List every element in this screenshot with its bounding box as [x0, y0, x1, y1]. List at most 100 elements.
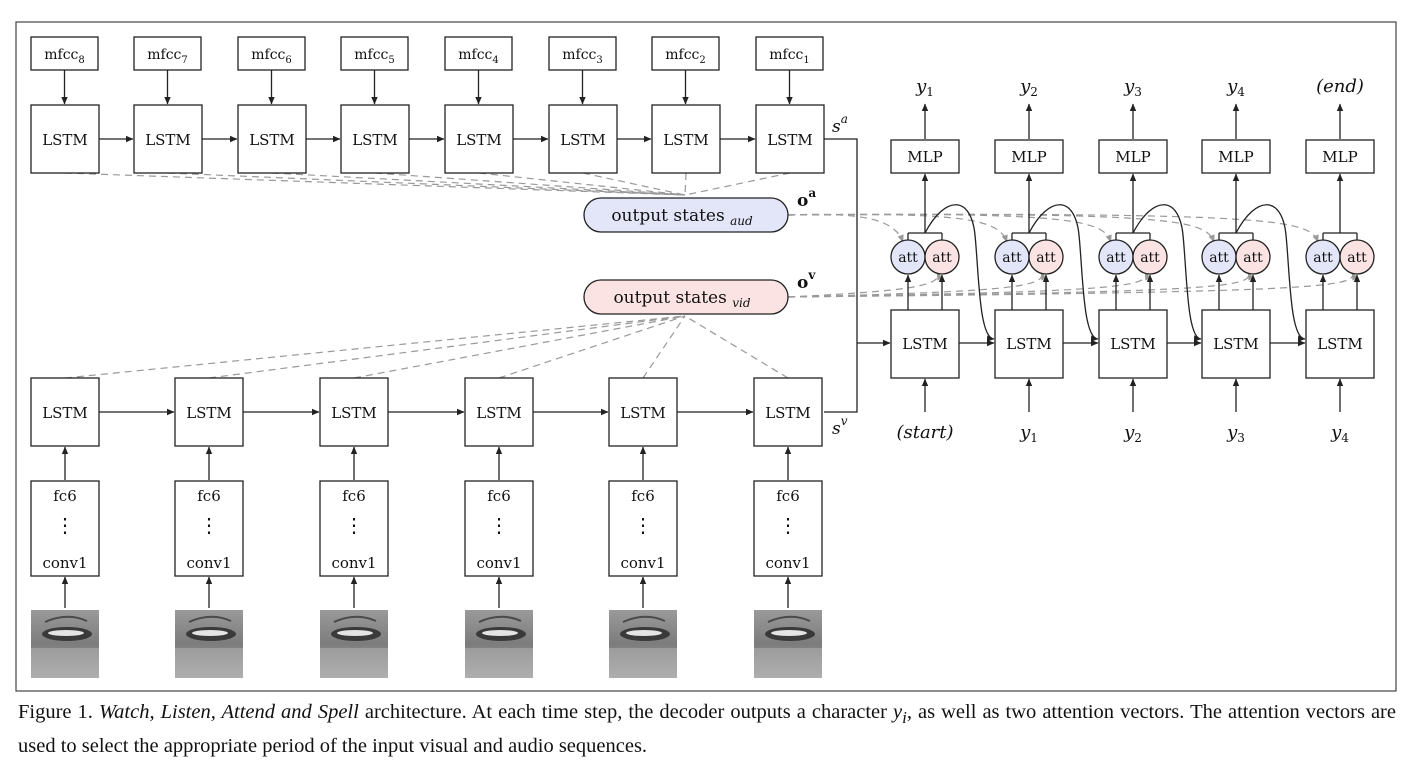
mlp-label: MLP — [907, 148, 942, 166]
audio-attention-feed — [787, 213, 1319, 243]
decoder-lstm-box — [1098, 309, 1168, 379]
video-attention-node — [1132, 239, 1168, 275]
audio-attention-link — [271, 172, 686, 196]
cnn-bottom-label: conv1 — [765, 554, 810, 572]
caption-text-1: architecture. At each time step, the dec… — [358, 701, 893, 723]
audio-lstm-label: LSTM — [249, 131, 295, 149]
video-lstm-box — [464, 377, 534, 447]
decoder-lstm-label: LSTM — [902, 335, 948, 353]
video-attention-node — [1028, 239, 1064, 275]
video-attention-label: att — [1036, 250, 1056, 266]
audio-attention-label: att — [898, 250, 918, 266]
decoder-input-label: y2 — [1123, 422, 1142, 445]
audio-attention-feed — [787, 213, 1215, 243]
cnn-dots: ⋮ — [199, 513, 219, 537]
cnn-top-label: fc6 — [631, 487, 655, 505]
mfcc-box — [340, 36, 409, 71]
cnn-dots: ⋮ — [633, 513, 653, 537]
audio-attention-link — [374, 172, 686, 196]
video-attention-label: att — [1140, 250, 1160, 266]
cnn-bottom-label: conv1 — [476, 554, 521, 572]
mlp-box — [1098, 139, 1168, 174]
video-attention-node — [1339, 239, 1375, 275]
video-attention-label: att — [1347, 250, 1367, 266]
cnn-box — [464, 480, 534, 577]
cnn-top-label: fc6 — [197, 487, 221, 505]
cnn-box — [319, 480, 389, 577]
context-curve — [924, 204, 995, 342]
video-lstm-label: LSTM — [476, 404, 522, 422]
video-lstm-label: LSTM — [186, 404, 232, 422]
video-attention-node — [924, 239, 960, 275]
mfcc-box — [444, 36, 513, 71]
audio-attention-label: att — [1106, 250, 1126, 266]
video-lstm-box — [319, 377, 389, 447]
video-attention-feed — [787, 272, 1048, 298]
audio-output-states — [583, 197, 789, 233]
caption-title: Watch, Listen, Attend and Spell — [98, 701, 359, 723]
mlp-label: MLP — [1115, 148, 1150, 166]
video-attention-link — [353, 315, 686, 379]
cnn-top-label: fc6 — [776, 487, 800, 505]
video-attention-link — [642, 315, 686, 379]
lip-frame-image — [754, 610, 822, 678]
mfcc-label: mfcc7 — [147, 47, 188, 66]
context-curve — [1028, 204, 1099, 342]
decoder-output-label: (end) — [1316, 76, 1364, 97]
decoder-lstm-label: LSTM — [1213, 335, 1259, 353]
video-attention-feed — [787, 272, 944, 298]
video-attention-link — [498, 315, 686, 379]
audio-lstm-label: LSTM — [767, 131, 813, 149]
audio-attention-label: att — [1002, 250, 1022, 266]
audio-lstm-box — [340, 104, 410, 174]
audio-attention-feed — [787, 213, 1112, 243]
mlp-box — [994, 139, 1064, 174]
audio-lstm-box — [237, 104, 307, 174]
decoder-lstm-box — [1305, 309, 1375, 379]
audio-lstm-box — [30, 104, 100, 174]
video-output-symbol: ov — [797, 268, 816, 293]
audio-attention-link — [478, 172, 686, 196]
decoder-output-label: y2 — [1019, 76, 1038, 99]
decoder-input-label: y3 — [1226, 422, 1245, 445]
video-state-label: sv — [832, 414, 848, 439]
mfcc-label: mfcc8 — [44, 47, 85, 66]
audio-lstm-label: LSTM — [42, 131, 88, 149]
video-output-states — [583, 279, 789, 315]
audio-lstm-label: LSTM — [456, 131, 502, 149]
audio-attention-link — [167, 172, 686, 196]
caption-variable-sub: i — [902, 708, 907, 728]
mfcc-box — [548, 36, 617, 71]
audio-lstm-label: LSTM — [145, 131, 191, 149]
video-output-states-label: output states vid — [613, 288, 750, 310]
lip-frame-image — [31, 610, 99, 678]
mfcc-box — [237, 36, 306, 71]
audio-lstm-label: LSTM — [663, 131, 709, 149]
audio-output-states-label: output states aud — [611, 206, 753, 228]
architecture-diagram: mfcc8LSTMmfcc7LSTMmfcc6LSTMmfcc5LSTMmfcc… — [15, 21, 1397, 692]
cnn-top-label: fc6 — [342, 487, 366, 505]
audio-lstm-box — [133, 104, 203, 174]
context-curve — [1235, 204, 1306, 342]
mlp-label: MLP — [1011, 148, 1046, 166]
cnn-bottom-label: conv1 — [620, 554, 665, 572]
cnn-top-label: fc6 — [487, 487, 511, 505]
figure-caption: Figure 1. Watch, Listen, Attend and Spel… — [18, 698, 1396, 761]
decoder-input-label: y4 — [1330, 422, 1349, 445]
decoder-output-label: y3 — [1123, 76, 1142, 99]
caption-text-2: , as well as two attention vectors. The … — [18, 701, 1396, 758]
cnn-dots: ⋮ — [778, 513, 798, 537]
encoder-state-bus — [824, 138, 858, 413]
cnn-bottom-label: conv1 — [42, 554, 87, 572]
lip-frame-image — [465, 610, 533, 678]
video-lstm-label: LSTM — [42, 404, 88, 422]
decoder-output-label: y4 — [1226, 76, 1245, 99]
mfcc-label: mfcc1 — [769, 47, 810, 66]
context-curve — [1132, 204, 1202, 342]
video-lstm-box — [608, 377, 678, 447]
video-lstm-box — [753, 377, 823, 447]
decoder-lstm-label: LSTM — [1317, 335, 1363, 353]
video-attention-node — [1235, 239, 1271, 275]
mfcc-box — [30, 36, 99, 71]
lip-frame-image — [175, 610, 243, 678]
